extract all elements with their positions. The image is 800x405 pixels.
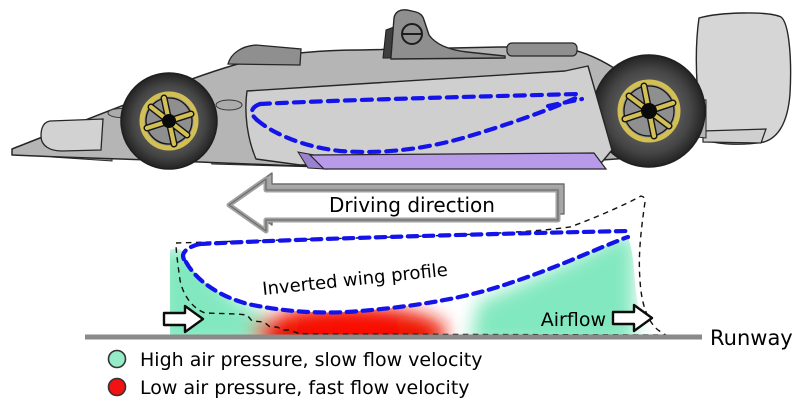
high-pressure-zone-right	[470, 237, 634, 336]
race-car	[11, 9, 792, 170]
legend-item-high-pressure: High air pressure, slow flow velocity	[107, 349, 482, 371]
rear-wing-endplate	[695, 12, 792, 145]
airflow-arrow-left	[162, 304, 205, 334]
airflow-arrow-right	[611, 303, 654, 333]
pressure-gradient	[170, 237, 634, 336]
wing-profile-outline-main	[180, 228, 631, 315]
wing-profile-label: Inverted wing profile	[261, 260, 448, 300]
low-pressure-label: Low air pressure, fast flow velocity	[140, 377, 470, 399]
cockpit-front-fairing	[227, 44, 302, 66]
roll-hoop	[390, 9, 506, 60]
front-wheel	[120, 72, 218, 170]
rear-wheel	[592, 54, 706, 168]
rear-wing-lower-element	[702, 128, 767, 144]
driving-direction-arrow: Driving direction	[226, 172, 565, 234]
rear-hub	[641, 103, 657, 119]
low-pressure-swatch	[107, 377, 127, 397]
airflow-label: Airflow	[541, 309, 606, 331]
side-skirt	[308, 152, 608, 170]
wing-profile-outline-car	[249, 91, 585, 155]
high-pressure-label: High air pressure, slow flow velocity	[140, 349, 482, 371]
driving-direction-label: Driving direction	[329, 193, 495, 217]
front-wing	[40, 118, 104, 152]
engine-cover-strip	[506, 42, 578, 57]
sidepod-panel	[245, 65, 613, 166]
high-pressure-swatch	[107, 349, 127, 369]
low-pressure-core	[293, 317, 403, 336]
legend-item-low-pressure: Low air pressure, fast flow velocity	[107, 377, 470, 399]
suspension-opening-mid	[215, 99, 243, 111]
runway-label: Runway	[710, 326, 793, 350]
front-hub	[162, 114, 176, 128]
arrow-edge	[228, 178, 559, 232]
legend: High air pressure, slow flow velocity Lo…	[107, 349, 482, 399]
